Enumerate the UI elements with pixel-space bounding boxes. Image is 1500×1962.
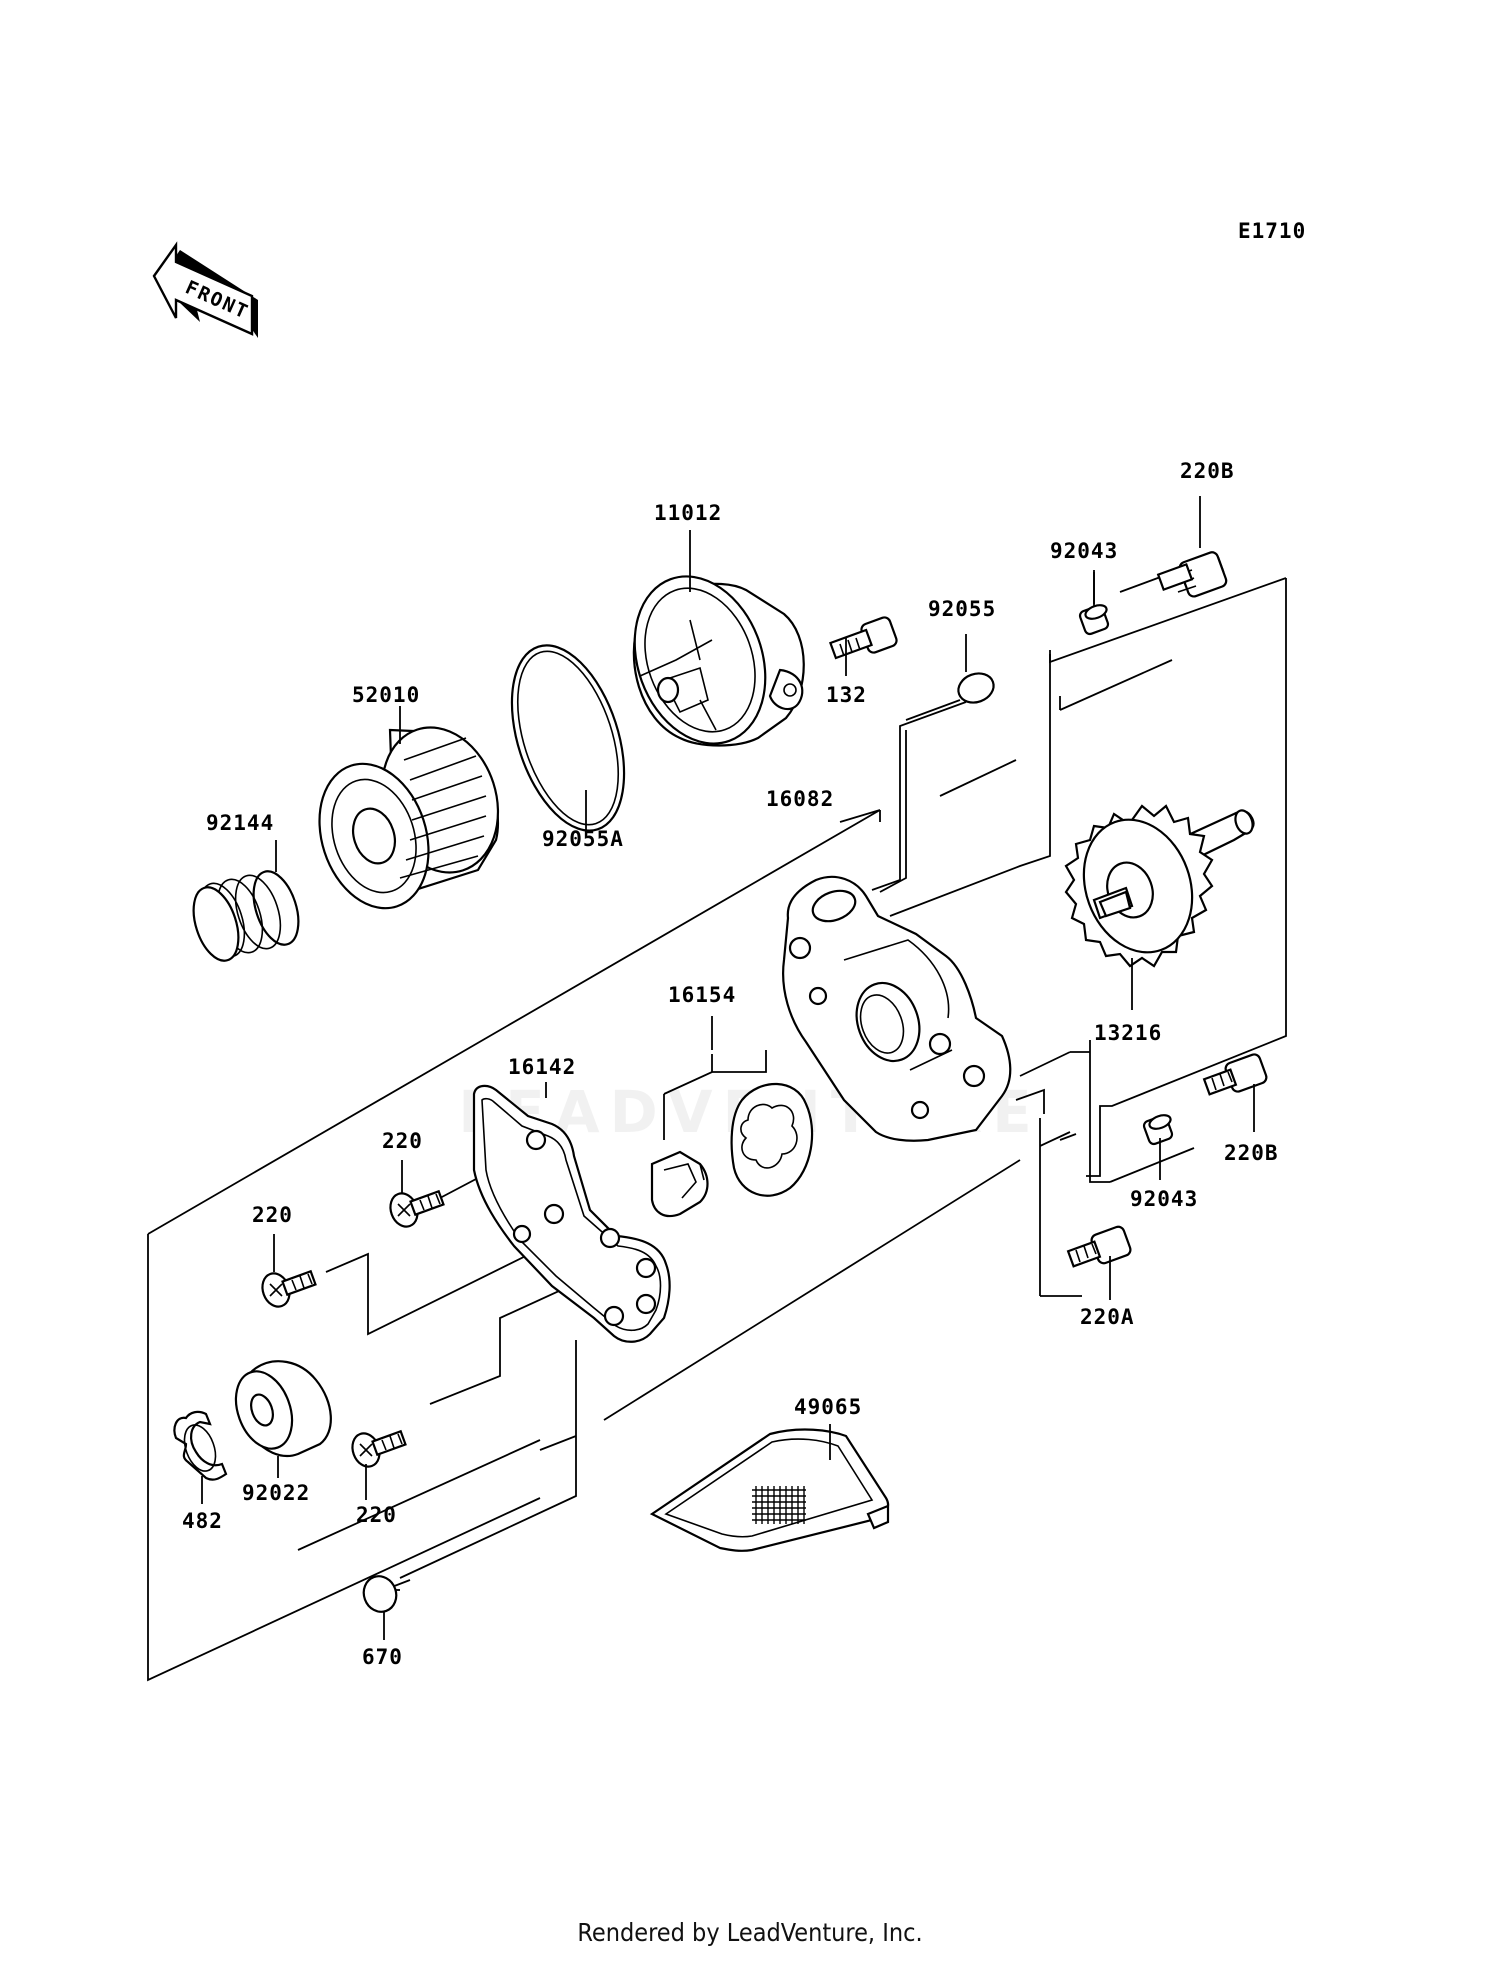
callout-132: 132 (826, 683, 867, 707)
callout-52010: 52010 (352, 683, 420, 707)
gasket-16142 (472, 1084, 671, 1343)
screw-220-a (389, 1189, 445, 1228)
callout-92144: 92144 (206, 811, 274, 835)
callout-16082: 16082 (766, 787, 834, 811)
footer-credit: Rendered by LeadVenture, Inc. (577, 1918, 923, 1947)
callout-92022: 92022 (242, 1481, 310, 1505)
callout-670: 670 (362, 1645, 403, 1669)
callout-220B-top: 220B (1180, 459, 1235, 483)
rotor-set-16154 (650, 1082, 814, 1218)
callout-13216: 13216 (1094, 1021, 1162, 1045)
callout-16154: 16154 (668, 983, 736, 1007)
callout-11012: 11012 (654, 501, 722, 525)
dowel-92043-bottom (1142, 1114, 1174, 1146)
callout-49065: 49065 (794, 1395, 862, 1419)
bolt-220A (1066, 1225, 1132, 1268)
washer-92022 (234, 1360, 332, 1458)
dowel-92043-top (1078, 604, 1110, 636)
callout-92055: 92055 (928, 597, 996, 621)
callout-16142: 16142 (508, 1055, 576, 1079)
diagram-code: E1710 (1238, 219, 1306, 243)
oil-filter-cover-11012 (632, 575, 805, 747)
circlip-482 (173, 1410, 228, 1481)
o-ring-670 (362, 1575, 398, 1613)
callout-leaders (201, 496, 1255, 1640)
spring-92144 (192, 870, 300, 962)
oil-strainer-49065 (649, 1428, 890, 1552)
screw-220-c (351, 1429, 407, 1468)
callout-92043-top: 92043 (1050, 539, 1118, 563)
callout-220-c: 220 (356, 1503, 397, 1527)
bolt-132 (828, 616, 898, 660)
gear-shaft-13216 (1064, 804, 1255, 968)
bolt-220B-top (1156, 551, 1228, 598)
oil-filter-52010 (318, 726, 500, 910)
callout-92055A: 92055A (542, 827, 624, 851)
callout-220-a: 220 (382, 1129, 423, 1153)
callout-482: 482 (182, 1509, 223, 1533)
callout-220B-bottom: 220B (1224, 1141, 1279, 1165)
bolt-220B-bottom (1202, 1053, 1268, 1096)
callout-220-b: 220 (252, 1203, 293, 1227)
callout-220A: 220A (1080, 1305, 1135, 1329)
o-ring-92055A (510, 644, 626, 832)
callout-92043-bottom: 92043 (1130, 1187, 1198, 1211)
oil-pump-body-16082 (782, 875, 1012, 1142)
screw-220-b (261, 1269, 317, 1308)
o-ring-92055 (957, 672, 995, 704)
front-arrow-icon: FRONT (152, 241, 258, 338)
